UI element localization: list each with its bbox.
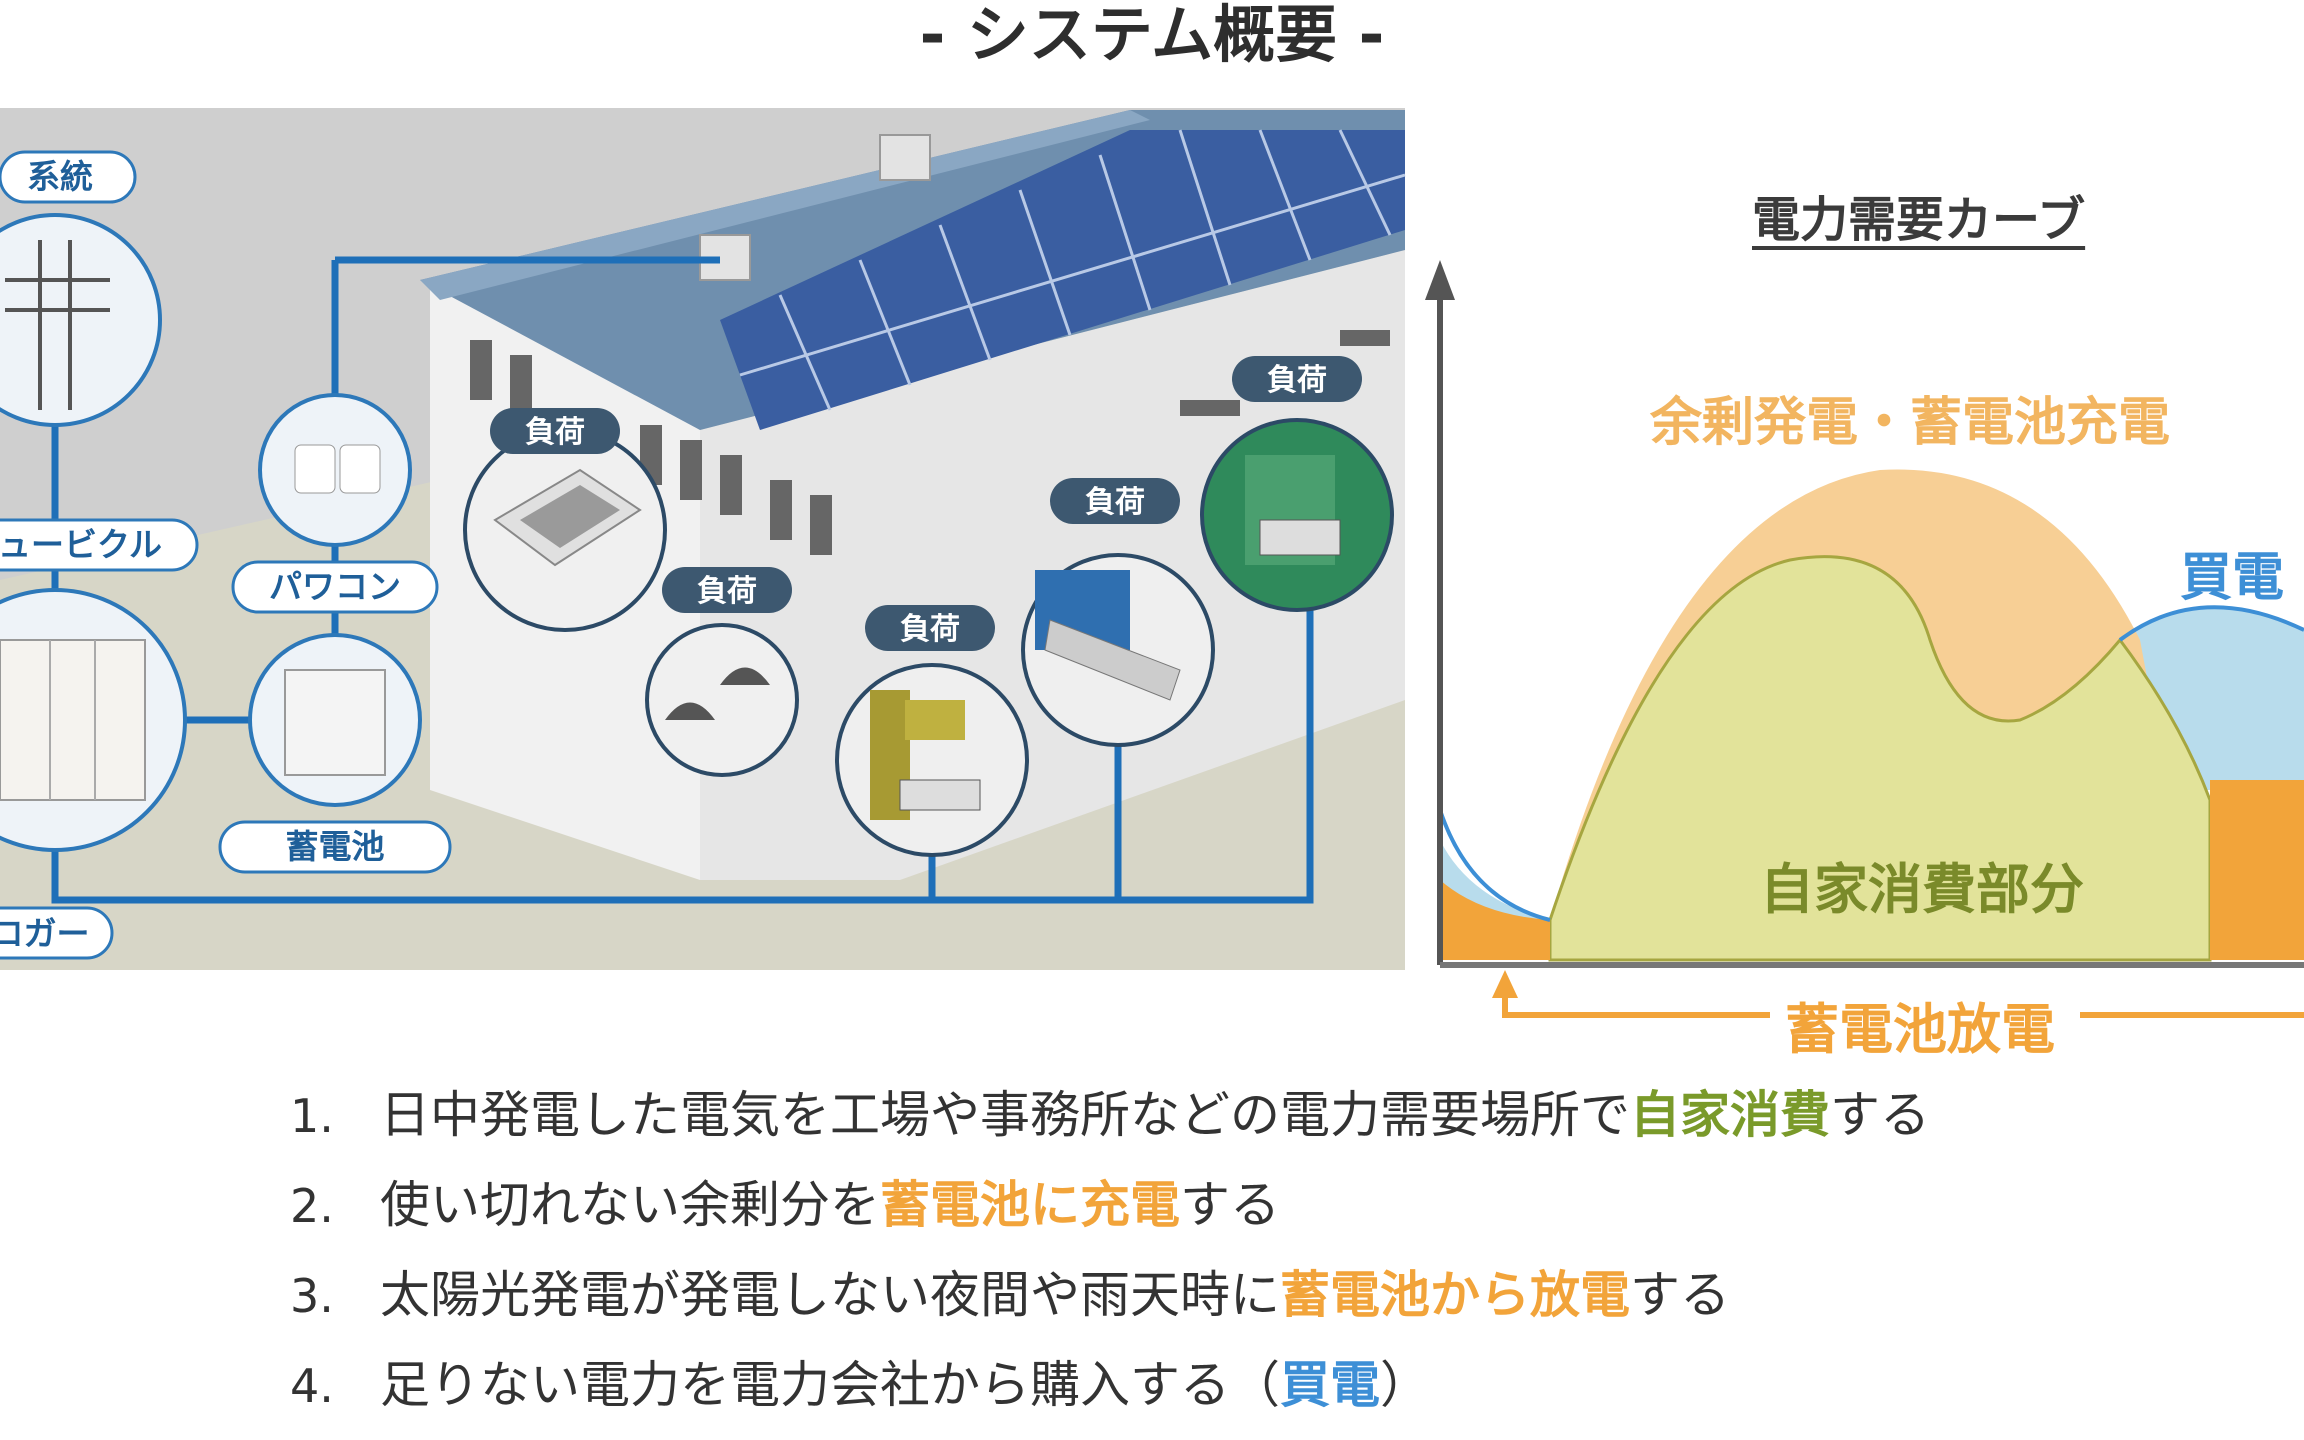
node-label-logger-text: ロガー — [0, 914, 90, 953]
aircon-circle — [463, 428, 667, 632]
list-item-suffix: する — [1180, 1176, 1280, 1234]
list-item-highlight: 蓄電池に充電 — [880, 1176, 1180, 1234]
load-label-5-text: 負荷 — [1267, 363, 1327, 398]
solar-panels — [720, 129, 1406, 430]
discharge-area-left — [1440, 880, 1550, 960]
load-label-2-text: 負荷 — [697, 574, 757, 609]
drill-circle — [835, 663, 1029, 857]
discharge-arrow — [1502, 990, 2304, 1018]
light-circle — [645, 623, 799, 777]
node-label-cubicle-text: ュービクル — [0, 525, 162, 564]
load-label-3: 負荷 — [865, 605, 995, 651]
list-item-suffix: ） — [1380, 1356, 1430, 1414]
roof-ridge — [420, 110, 1150, 300]
curve-title: 電力需要カーブ — [1752, 192, 2086, 248]
node-label-battery-text: 蓄電池 — [286, 827, 385, 866]
list-item-text: 使い切れない余剰分を — [380, 1176, 880, 1234]
load-label-5: 負荷 — [1232, 356, 1362, 402]
list-item-text: 足りない電力を電力会社から購入する（ — [380, 1356, 1280, 1414]
list-item-text: 太陽光発電が発電しない夜間や雨天時に — [380, 1266, 1280, 1324]
system-diagram: 系統 ュービクル パワコン 蓄電池 ロガー 負荷 負荷 負荷 負荷 負荷 — [0, 108, 1406, 970]
list-item-highlight: 蓄電池から放電 — [1280, 1266, 1630, 1324]
roof-vents — [699, 134, 931, 281]
node-label-battery: 蓄電池 — [218, 820, 452, 874]
milling-circle — [1200, 418, 1394, 612]
list-item-highlight: 自家消費 — [1630, 1086, 1830, 1144]
self-consumption-area — [1548, 555, 2212, 962]
summary-list: 1.日中発電した電気を工場や事務所などの電力需要場所で自家消費する 2.使い切れ… — [290, 1080, 1930, 1440]
purchase-label: 買電 — [2180, 548, 2285, 608]
list-item-number: 3. — [290, 1269, 334, 1323]
battery-circle — [248, 633, 422, 807]
list-item-suffix: する — [1830, 1086, 1930, 1144]
y-axis-arrow — [1425, 260, 1455, 300]
surplus-label: 余剰発電・蓄電池充電 — [1650, 393, 2171, 453]
conveyor-circle — [1021, 553, 1215, 747]
list-item: 3. 太陽光発電が発電しない夜間や雨天時に蓄電池から放電する — [290, 1260, 1930, 1350]
node-label-pcs: パワコン — [231, 560, 439, 614]
cubicle-circle — [0, 588, 187, 852]
list-item-highlight: 買電 — [1280, 1356, 1380, 1414]
load-label-3-text: 負荷 — [900, 612, 960, 647]
node-label-logger: ロガー — [0, 906, 114, 960]
list-item-text: 日中発電した電気を工場や事務所などの電力需要場所で — [380, 1086, 1630, 1144]
list-item: 2. 使い切れない余剰分を蓄電池に充電する — [290, 1170, 1930, 1260]
load-label-4: 負荷 — [1050, 478, 1180, 524]
discharge-arrow-head — [1492, 970, 1518, 998]
node-label-pcs-text: パワコン — [269, 567, 401, 606]
list-item-number: 4. — [290, 1359, 334, 1413]
node-label-grid: 系統 — [0, 150, 137, 204]
discharge-area-right — [2210, 780, 2304, 960]
list-item-number: 2. — [290, 1179, 334, 1233]
grid-circle — [0, 213, 162, 427]
node-label-grid-text: 系統 — [27, 157, 93, 196]
list-item-number: 1. — [290, 1089, 334, 1143]
windows — [470, 330, 1390, 555]
node-label-cubicle: ュービクル — [0, 518, 199, 572]
pcs-circle — [258, 393, 412, 547]
load-label-1-text: 負荷 — [525, 415, 585, 450]
demand-curve — [1425, 260, 2304, 1018]
list-item: 1. 日中発電した電気を工場や事務所などの電力需要場所で自家消費する — [290, 1080, 1930, 1170]
discharge-label: 蓄電池放電 — [1785, 998, 2055, 1061]
load-label-2: 負荷 — [662, 567, 792, 613]
list-item-suffix: する — [1630, 1266, 1730, 1324]
load-label-1: 負荷 — [490, 408, 620, 454]
page-title: - システム概要 - — [919, 0, 1385, 71]
purchase-line — [1438, 605, 2304, 922]
load-label-4-text: 負荷 — [1085, 485, 1145, 520]
self-consumption-label: 自家消費部分 — [1760, 858, 2084, 921]
list-item: 4. 足りない電力を電力会社から購入する（買電） — [290, 1350, 1930, 1440]
